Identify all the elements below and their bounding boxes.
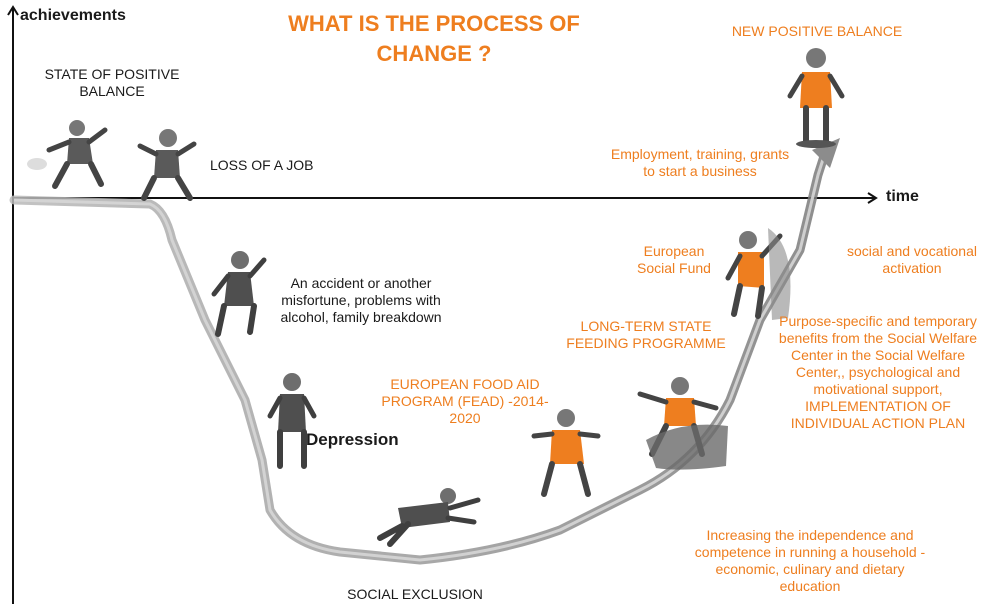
label-loss-of-job: LOSS OF A JOB — [210, 157, 314, 173]
label-fead: EUROPEAN FOOD AID PROGRAM (FEAD) -2014-2… — [381, 376, 549, 427]
label-household-education: Increasing the independence and competen… — [694, 527, 926, 595]
label-benefits: Purpose-specific and temporary benefits … — [778, 313, 978, 432]
y-axis — [7, 5, 19, 604]
label-state-positive-balance: STATE OF POSITIVE BALANCE — [44, 66, 180, 100]
label-long-term-feeding: LONG-TERM STATE FEEDING PROGRAMME — [566, 318, 726, 352]
figure-orange-climbing-icon — [725, 228, 791, 320]
label-social-exclusion: SOCIAL EXCLUSION — [347, 586, 483, 602]
label-european-social-fund: European Social Fund — [637, 243, 711, 277]
figure-orange-pulling-icon — [637, 377, 728, 470]
figure-depressed-icon — [267, 373, 317, 469]
label-social-vocational-activation: social and vocational activation — [847, 243, 977, 277]
figure-orange-standing-icon — [787, 48, 845, 148]
diagram-title: WHAT IS THE PROCESS OF CHANGE ? — [288, 11, 580, 66]
figure-shocked-icon — [137, 129, 197, 201]
label-accident: An accident or another misfortune, probl… — [280, 275, 442, 326]
figure-orange-walking-icon — [531, 409, 601, 497]
figure-falling-icon — [377, 488, 481, 547]
label-new-positive-balance: NEW POSITIVE BALANCE — [731, 23, 903, 39]
label-depression: Depression — [306, 430, 399, 449]
y-axis-label: achievements — [20, 7, 126, 24]
figure-sliding-icon — [211, 251, 267, 337]
x-axis-label: time — [886, 188, 919, 205]
label-employment-training: Employment, training, grants to start a … — [610, 146, 790, 180]
figure-running-icon — [27, 120, 108, 189]
x-axis — [13, 192, 878, 204]
